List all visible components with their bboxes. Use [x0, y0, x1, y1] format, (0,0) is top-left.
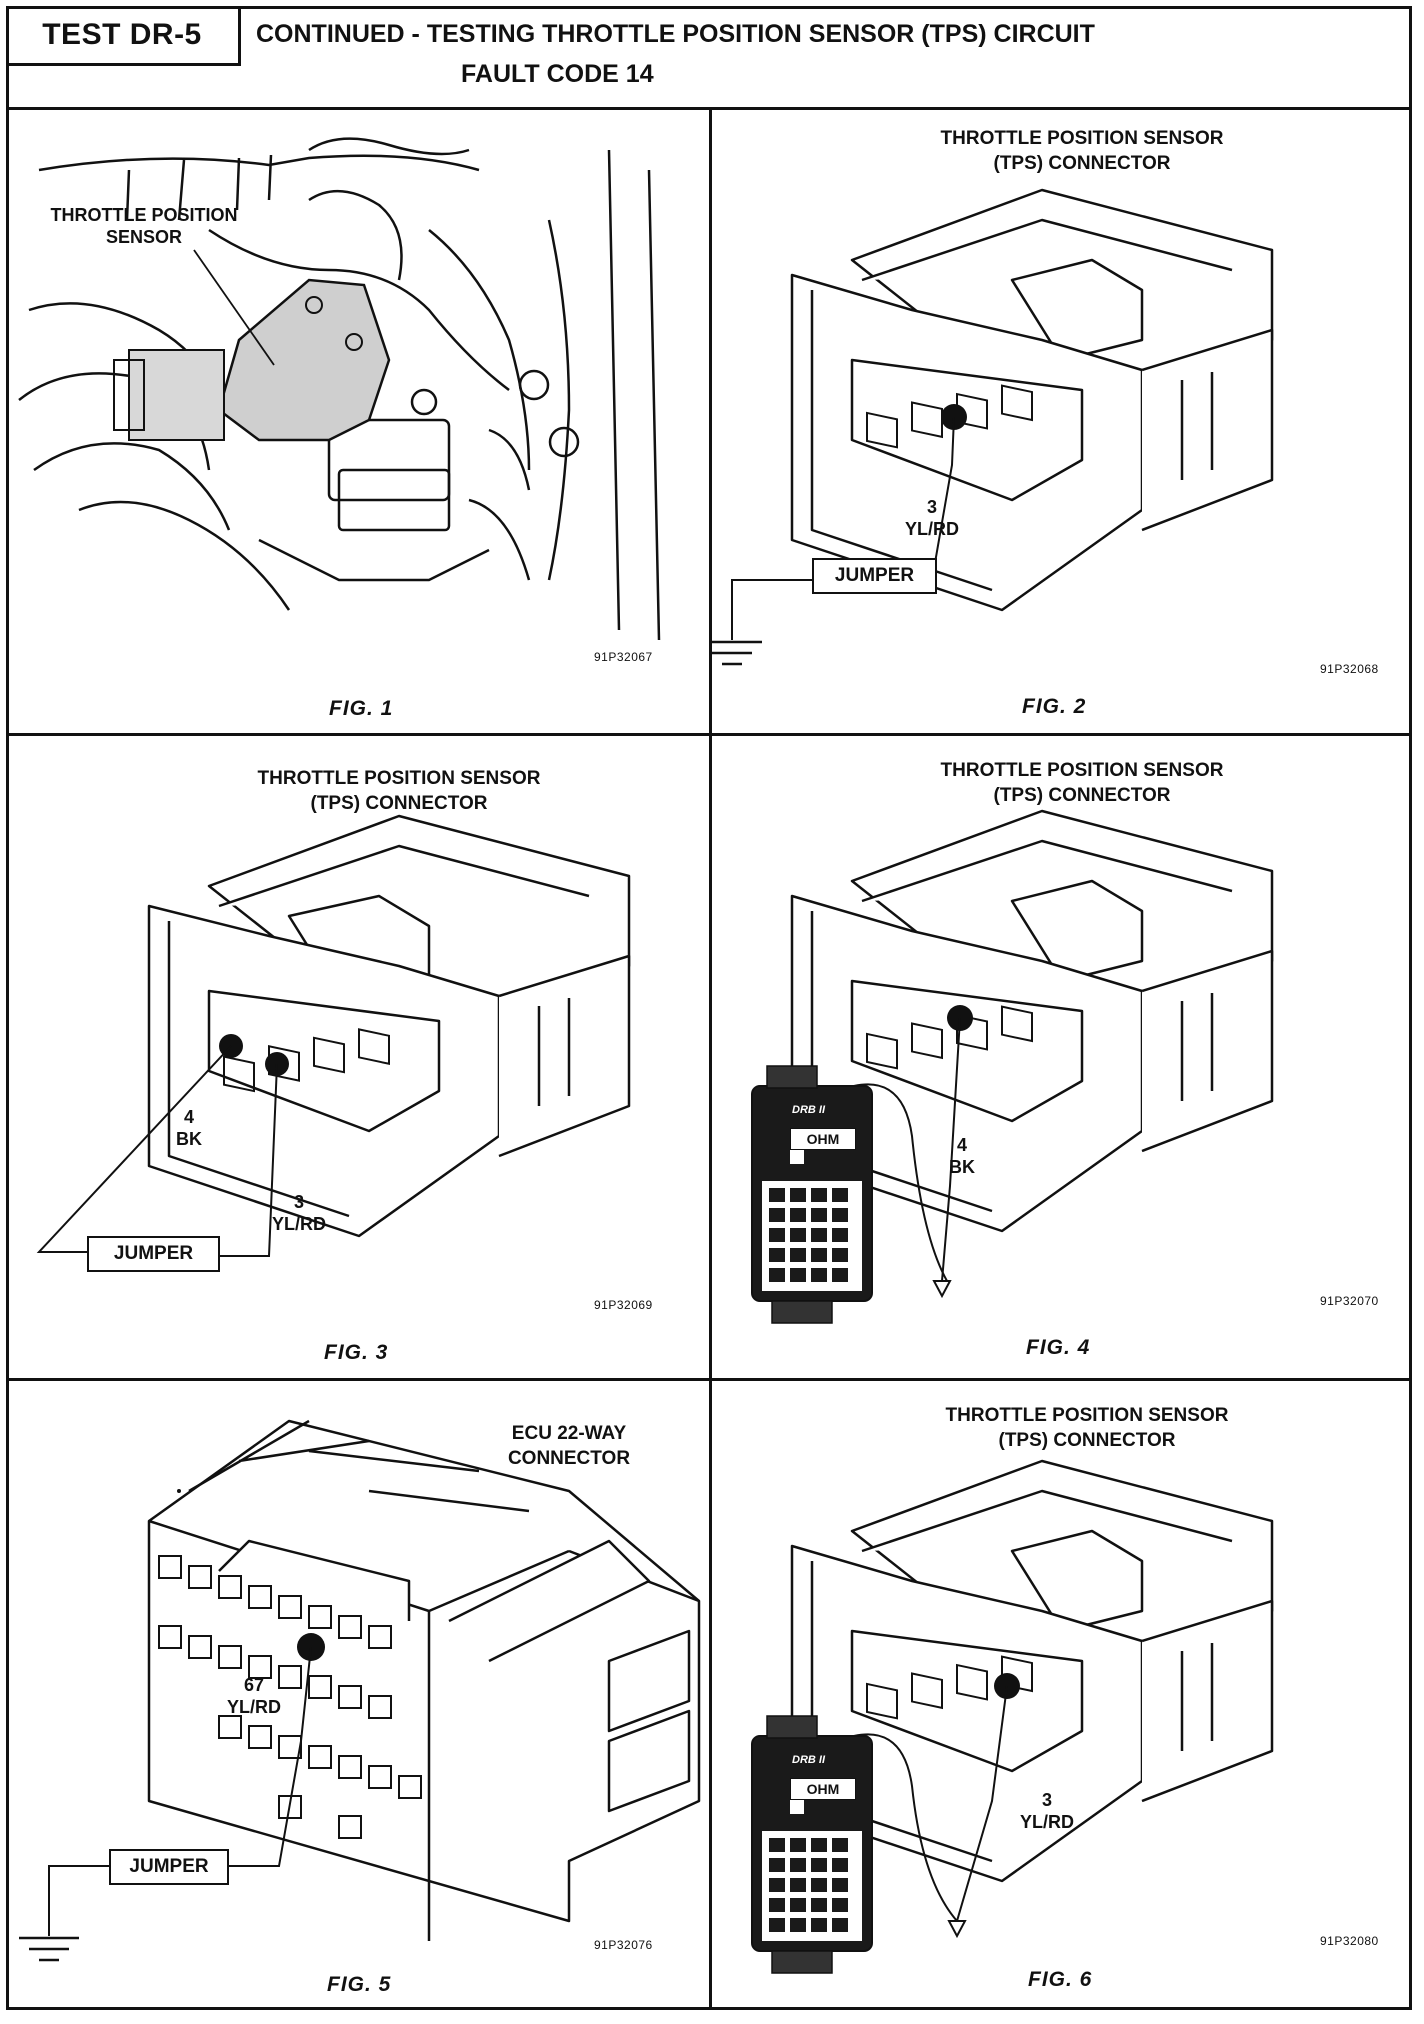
figure-panel-1: THROTTLE POSITION SENSOR 91P32067 FIG. 1 — [9, 110, 709, 733]
figure-panel-2: THROTTLE POSITION SENSOR (TPS) CONNECTOR… — [712, 110, 1412, 733]
figure-code: 91P32080 — [1320, 1934, 1379, 1948]
figure-title: THROTTLE POSITION SENSOR (TPS) CONNECTOR — [940, 128, 1224, 174]
figure-code: 91P32068 — [1320, 662, 1379, 676]
jumper-label: JUMPER — [87, 1236, 220, 1272]
meter-mode-display: OHM — [790, 1128, 856, 1150]
tps-connector-illustration — [712, 188, 1274, 666]
jumper-label: JUMPER — [812, 558, 937, 594]
header: TEST DR-5 CONTINUED - TESTING THROTTLE P… — [6, 6, 1412, 110]
figure-title: ECU 22-WAY CONNECTOR — [507, 1423, 631, 1469]
pin-label: 3 YL/RD — [1020, 1790, 1074, 1832]
pin-label: 3 YL/RD — [905, 497, 959, 539]
meter-mode-display: OHM — [790, 1778, 856, 1800]
meter-brand: DRB II — [792, 1754, 825, 1766]
page-title: CONTINUED - TESTING THROTTLE POSITION SE… — [256, 20, 1095, 48]
jumper-label: JUMPER — [109, 1849, 229, 1885]
figure-code: 91P32070 — [1320, 1294, 1379, 1308]
figure-title: THROTTLE POSITION SENSOR (TPS) CONNECTOR — [945, 1405, 1229, 1451]
grid-divider-horizontal-2 — [6, 1378, 1412, 1381]
grid-divider-horizontal-1 — [6, 733, 1412, 736]
figure-title: THROTTLE POSITION SENSOR (TPS) CONNECTOR — [940, 760, 1224, 806]
figure-caption: FIG. 6 — [1028, 1968, 1093, 1991]
drb-meter: DRB II OHM — [752, 1736, 872, 1951]
tps-sensor-shape — [217, 278, 391, 442]
figure-code: 91P32069 — [594, 1298, 653, 1312]
figure-panel-4: DRB II OHM THROTTLE POSITION SENSOR (TPS… — [712, 736, 1412, 1378]
tps-connector-illustration — [751, 809, 1274, 1324]
figure-title: THROTTLE POSITION SENSOR (TPS) CONNECTOR — [257, 768, 541, 814]
figure-panel-3: THROTTLE POSITION SENSOR (TPS) CONNECTOR… — [9, 736, 709, 1378]
figure-caption: FIG. 3 — [324, 1341, 389, 1364]
figure-code: 91P32067 — [594, 650, 653, 664]
pin-label: 67 YL/RD — [227, 1675, 281, 1717]
grid-divider-vertical — [709, 110, 712, 2007]
pin-label: 4 BK — [949, 1135, 975, 1177]
pin-label-3: 3 YL/RD — [272, 1192, 326, 1234]
figure-panel-5: ECU 22-WAY CONNECTOR 67 YL/RD JUMPER 91P… — [9, 1381, 709, 2007]
figure-caption: FIG. 5 — [327, 1973, 392, 1996]
tps-callout-label: THROTTLE POSITION SENSOR — [50, 205, 238, 247]
figure-caption: FIG. 1 — [329, 697, 394, 720]
figure-panel-6: DRB II OHM THROTTLE POSITION SENSOR (TPS… — [712, 1381, 1412, 2007]
tps-connector-illustration — [36, 814, 631, 1257]
drb-meter-icon — [751, 1715, 873, 1974]
drb-meter: DRB II OHM — [752, 1086, 872, 1301]
pin-label-4: 4 BK — [176, 1107, 202, 1149]
figure-caption: FIG. 4 — [1026, 1336, 1091, 1359]
callout-leader-line — [193, 249, 275, 366]
figure-code: 91P32076 — [594, 1938, 653, 1952]
tps-connector-illustration — [751, 1459, 1274, 1974]
meter-brand: DRB II — [792, 1104, 825, 1116]
test-id-box: TEST DR-5 — [6, 6, 241, 66]
ground-symbol — [19, 1936, 79, 1962]
ground-symbol — [712, 640, 762, 666]
ecu-connector-illustration — [19, 1419, 701, 1962]
throttle-body-illustration — [18, 137, 661, 641]
page-subtitle: FAULT CODE 14 — [461, 60, 654, 88]
page-frame — [6, 6, 1412, 2010]
figure-caption: FIG. 2 — [1022, 695, 1087, 718]
